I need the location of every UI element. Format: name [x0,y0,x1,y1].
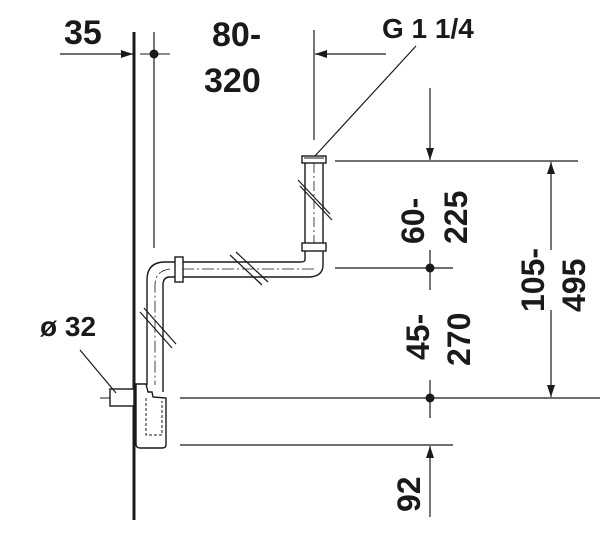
wall-offset-label: 35 [64,14,102,52]
horizontal-range-label-2: 320 [204,62,261,100]
lower-vertical-label-2: 270 [441,313,477,366]
dimension-dot [425,393,435,403]
outlet-stub [109,388,135,407]
lower-vertical-label-1: 45- [400,314,436,360]
bottom-clearance-label: 92 [391,476,427,512]
dimension-dot [149,49,159,59]
upper-vertical-label-1: 60- [395,198,431,244]
elbow-nut [174,256,184,283]
total-vertical-label-2: 495 [556,259,592,312]
upper-vertical-label-2: 225 [438,191,474,244]
thread-label: G 1 1/4 [382,13,474,44]
horizontal-range-label-1: 80- [212,16,261,54]
total-vertical-label-1: 105- [515,248,551,312]
siphon-assembly [100,155,333,449]
trap-body [135,383,167,449]
outlet-diameter-label: ø 32 [40,311,96,342]
middle-nut [301,242,327,252]
diameter-leader-line [79,349,117,394]
thread-leader-line [313,45,417,158]
dimension-dot [425,263,435,273]
top-nut [301,155,327,164]
